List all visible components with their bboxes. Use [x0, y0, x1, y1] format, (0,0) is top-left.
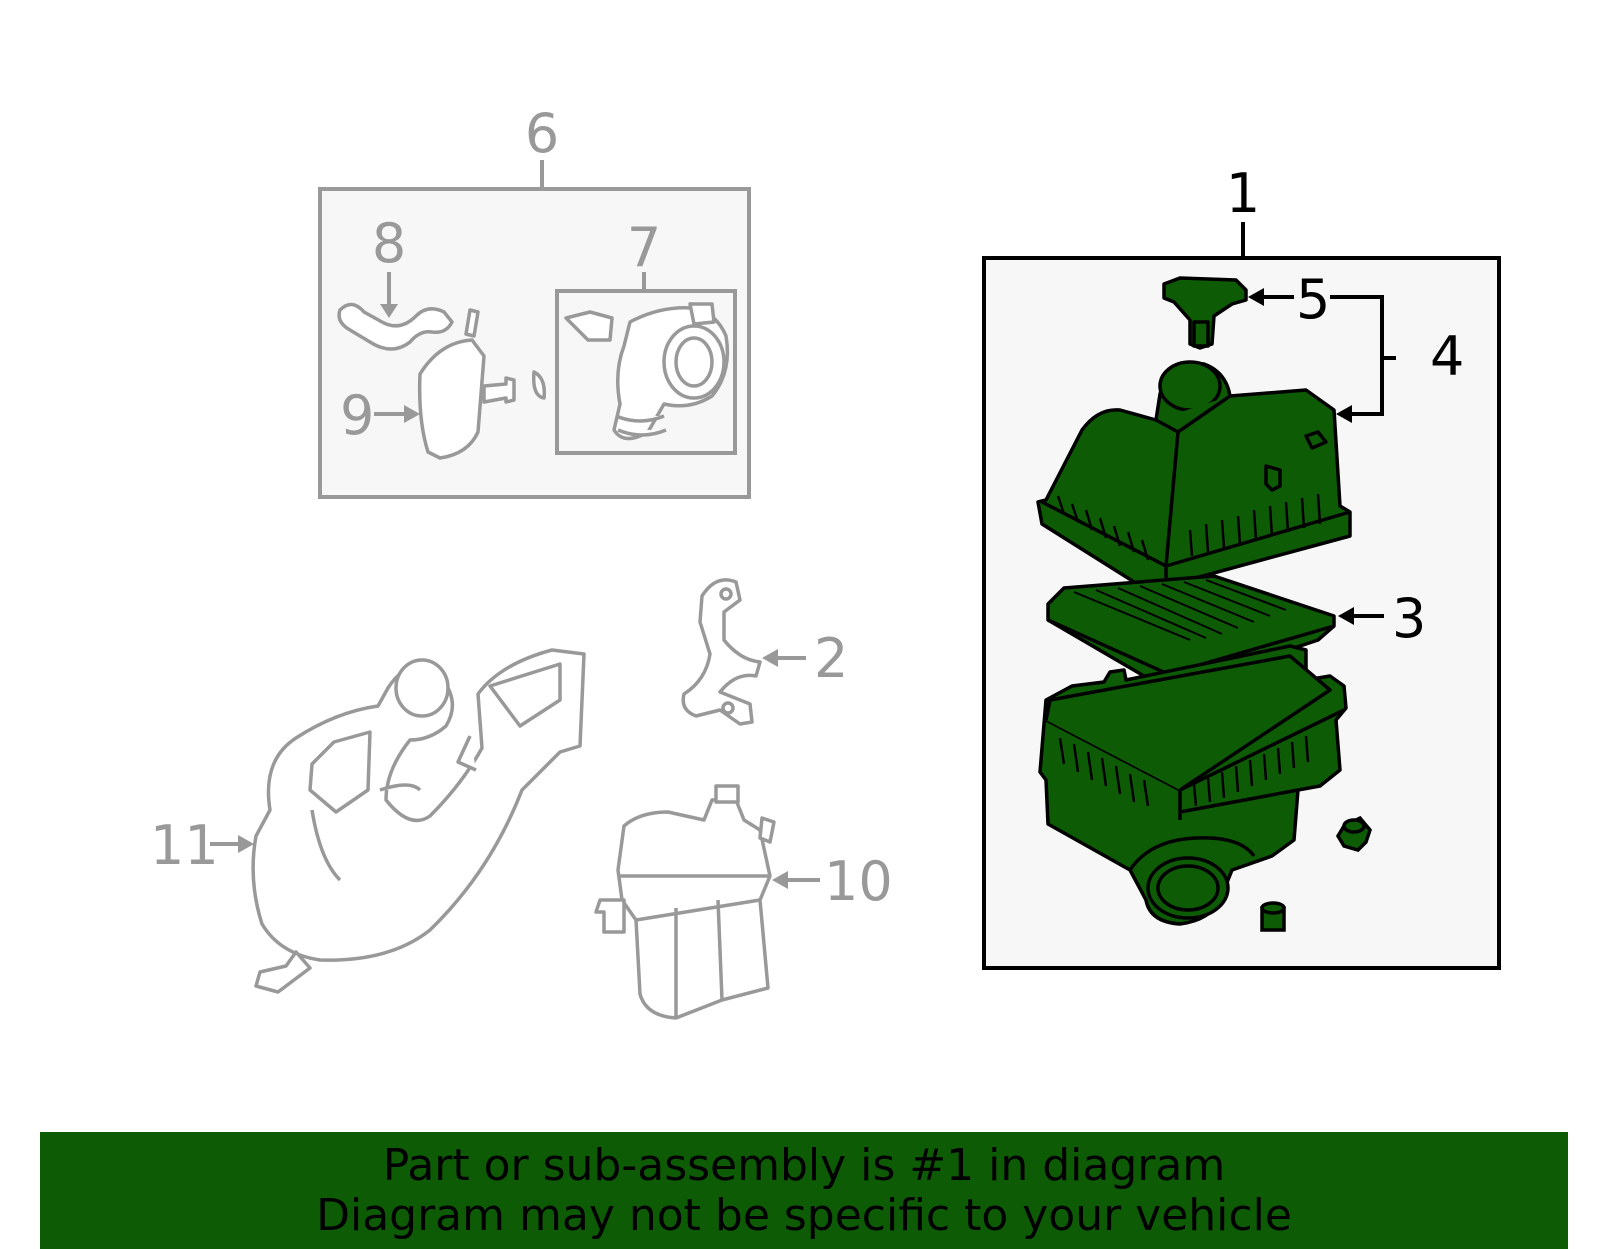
callout-4: 4	[1430, 325, 1464, 388]
arrow-2-head	[762, 649, 778, 667]
grommet-lower	[1260, 901, 1286, 932]
reservoir-part-10	[594, 784, 776, 1020]
callout-11: 11	[150, 814, 219, 877]
callout-5: 5	[1296, 268, 1330, 331]
resonator-part-9	[417, 338, 547, 460]
grommet-upper	[1335, 815, 1372, 852]
callout-1: 1	[1226, 162, 1260, 225]
banner-line-2: Diagram may not be specific to your vehi…	[316, 1189, 1292, 1241]
banner-line-1: Part or sub-assembly is #1 in diagram	[382, 1139, 1226, 1191]
callout-3: 3	[1392, 587, 1426, 650]
intake-duct-part-11	[251, 648, 586, 994]
callout-10: 10	[824, 850, 893, 913]
callout-8: 8	[372, 212, 406, 275]
callout-7: 7	[627, 216, 661, 279]
arrow-8-head	[380, 304, 398, 318]
arrow-10-head	[772, 871, 788, 889]
assembly-1-group	[982, 222, 1501, 970]
arrow-5-head	[1248, 288, 1264, 306]
info-banner: Part or sub-assembly is #1 in diagram Di…	[40, 1132, 1568, 1249]
bracket-4	[1330, 295, 1384, 416]
arrow-11-head	[238, 835, 254, 853]
arrow-4-head	[1336, 405, 1352, 423]
arrow-3-head	[1338, 607, 1354, 625]
throttle-body-part-7	[564, 302, 730, 441]
hose-part-8	[337, 302, 480, 351]
arrow-9-head	[404, 405, 420, 423]
bracket-part-2	[681, 578, 762, 726]
upper-cover-part-4[interactable]	[1036, 360, 1352, 602]
callout-2: 2	[814, 627, 848, 690]
callout-9: 9	[340, 384, 374, 447]
callout-6: 6	[525, 102, 559, 165]
subassembly-6-group	[318, 160, 751, 499]
sensor-part-5[interactable]	[1162, 276, 1248, 350]
lower-case[interactable]	[1038, 644, 1348, 926]
